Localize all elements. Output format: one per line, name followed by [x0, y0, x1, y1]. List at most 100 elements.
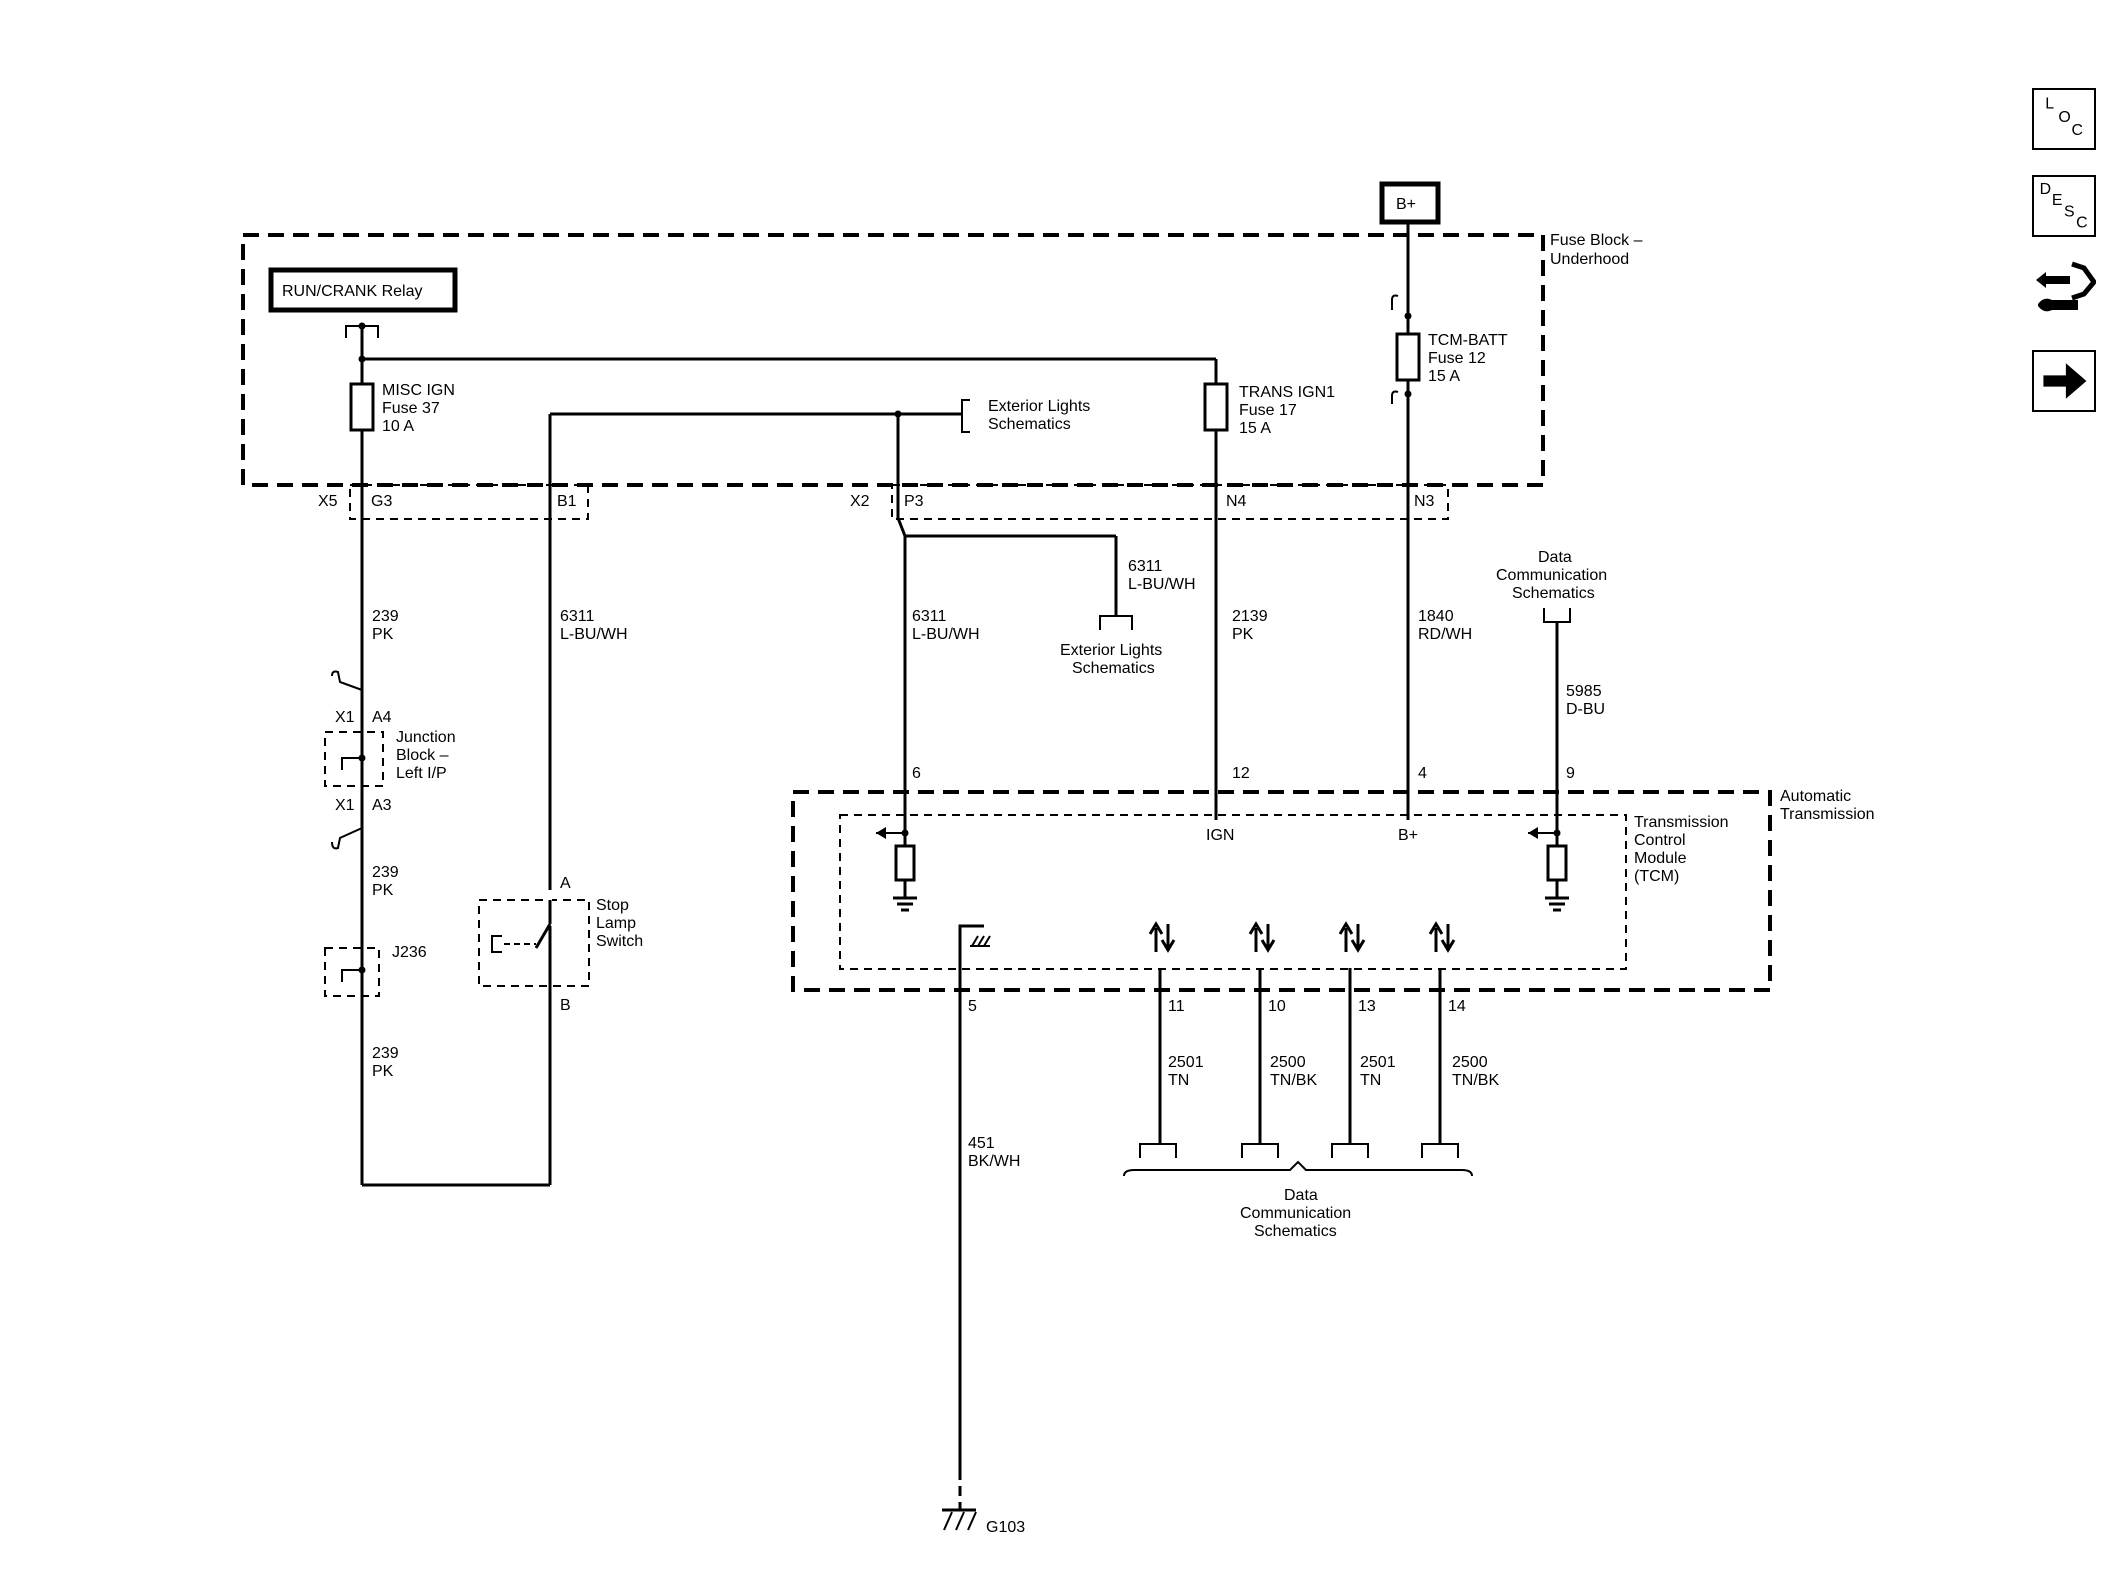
junction-block-label-1: Junction: [396, 729, 456, 746]
connector-x5-outline: [349, 484, 589, 520]
data-comm-top-2: Communication: [1496, 567, 1607, 584]
loc-letter-c: C: [2071, 122, 2082, 139]
ext-lights-mid-1: Exterior Lights: [1060, 642, 1162, 659]
connector-tool-icon: [2036, 261, 2098, 312]
data-comm-top-3: Schematics: [1512, 585, 1595, 602]
tcm-pin-14: 14: [1448, 998, 1466, 1015]
loc-letter-o: O: [2058, 109, 2070, 126]
data-link-pin-14: [1428, 921, 1456, 953]
junction-block-outline: [324, 731, 384, 787]
b-plus-box: [1379, 181, 1441, 225]
connector-x2-outline: [891, 484, 1449, 520]
wire-6311-ext-a: 6311: [1128, 558, 1163, 575]
connector-x2: X2: [850, 493, 870, 510]
wire-239-2a: 239: [372, 864, 399, 881]
j236-outline: [324, 947, 380, 997]
data-comm-bottom-2: Communication: [1240, 1205, 1351, 1222]
wire-239-3a: 239: [372, 1045, 399, 1062]
wire-6311-b1b: L-BU/WH: [560, 626, 628, 643]
wire-239-2b: PK: [372, 882, 394, 899]
wire-2500-14a: 2500: [1452, 1054, 1488, 1071]
tcm-pin-9: 9: [1566, 765, 1575, 782]
j236-label: J236: [392, 944, 427, 961]
loc-icon: L O C: [2045, 96, 2083, 139]
wire-5985-b: D-BU: [1566, 701, 1605, 718]
switch-pin-a: A: [560, 875, 571, 892]
auto-trans-label-1: Automatic: [1780, 788, 1851, 805]
junction-block-label-2: Block –: [396, 747, 449, 764]
tcm-label-4: (TCM): [1634, 868, 1679, 885]
data-link-pin-11: [1148, 921, 1176, 953]
stop-lamp-label-2: Lamp: [596, 915, 636, 932]
tcm-label-3: Module: [1634, 850, 1687, 867]
run-crank-relay-label: RUN/CRANK Relay: [282, 283, 422, 300]
run-crank-relay-box: [268, 267, 458, 313]
desc-button[interactable]: D E S C: [2032, 175, 2096, 237]
data-comm-bottom-3: Schematics: [1254, 1223, 1337, 1240]
wire-6311-p3b: L-BU/WH: [912, 626, 980, 643]
wire-2501-11b: TN: [1168, 1072, 1189, 1089]
ext-lights-top-1: Exterior Lights: [988, 398, 1090, 415]
tcm-bplus-label: B+: [1398, 827, 1418, 844]
wire-239-3b: PK: [372, 1063, 394, 1080]
wire-6311-ext-b: L-BU/WH: [1128, 576, 1196, 593]
wire-451-b: BK/WH: [968, 1153, 1020, 1170]
desc-letter-e: E: [2052, 192, 2063, 209]
connector-b1: B1: [557, 493, 577, 510]
wire-239-1b: PK: [372, 626, 394, 643]
connector-p3: P3: [904, 493, 924, 510]
connector-a3: A3: [372, 797, 392, 814]
tcm-pin-11: 11: [1168, 998, 1185, 1015]
misc-ign-label-3: 10 A: [382, 418, 414, 435]
desc-letter-c: C: [2076, 215, 2087, 232]
misc-ign-fuse: [349, 382, 375, 432]
desc-letter-s: S: [2064, 203, 2075, 220]
tcm-label-1: Transmission: [1634, 814, 1729, 831]
tcm-batt-label-1: TCM-BATT: [1428, 332, 1508, 349]
automatic-transmission-outline: [791, 790, 1772, 992]
tcm-outline: [839, 814, 1627, 970]
tcm-pin-5: 5: [968, 998, 977, 1015]
tcm-batt-label-3: 15 A: [1428, 368, 1460, 385]
tcm-pin-6: 6: [912, 765, 921, 782]
junction-block-label-3: Left I/P: [396, 765, 447, 782]
wire-2501-13b: TN: [1360, 1072, 1381, 1089]
arrow-right-icon: [2043, 363, 2087, 399]
tcm-pin-4: 4: [1418, 765, 1427, 782]
data-comm-bottom-1: Data: [1284, 1187, 1318, 1204]
tcm-ign-label: IGN: [1206, 827, 1234, 844]
switch-pin-b: B: [560, 997, 571, 1014]
misc-ign-label-1: MISC IGN: [382, 382, 455, 399]
tcm-pin-13: 13: [1358, 998, 1376, 1015]
wire-2500-14b: TN/BK: [1452, 1072, 1499, 1089]
loc-button[interactable]: L O C: [2032, 88, 2096, 150]
wire-2501-11a: 2501: [1168, 1054, 1204, 1071]
ext-lights-mid-2: Schematics: [1072, 660, 1155, 677]
connector-x1-a3: X1: [335, 797, 355, 814]
wire-1840-a: 1840: [1418, 608, 1454, 625]
tcm-label-2: Control: [1634, 832, 1686, 849]
trans-ign1-label-1: TRANS IGN1: [1239, 384, 1335, 401]
next-page-button[interactable]: [2032, 350, 2096, 412]
connector-x5: X5: [318, 493, 338, 510]
wire-5985-a: 5985: [1566, 683, 1602, 700]
trans-ign1-label-3: 15 A: [1239, 420, 1271, 437]
ext-lights-top-2: Schematics: [988, 416, 1071, 433]
data-link-pin-13: [1338, 921, 1366, 953]
b-plus-label: B+: [1396, 196, 1416, 213]
wire-2500-10a: 2500: [1270, 1054, 1306, 1071]
connector-g3: G3: [371, 493, 392, 510]
wire-451-a: 451: [968, 1135, 995, 1152]
tcm-batt-fuse: [1395, 332, 1421, 382]
stop-lamp-label-1: Stop: [596, 897, 629, 914]
connector-tool-button[interactable]: [2032, 254, 2098, 320]
loc-letter-l: L: [2045, 96, 2054, 113]
data-comm-top-1: Data: [1538, 549, 1572, 566]
connector-n4: N4: [1226, 493, 1247, 510]
fuse-block-label-1: Fuse Block –: [1550, 232, 1643, 249]
wire-2500-10b: TN/BK: [1270, 1072, 1317, 1089]
wire-239-1a: 239: [372, 608, 399, 625]
trans-ign1-fuse: [1203, 382, 1229, 432]
desc-icon: D E S C: [2040, 181, 2088, 232]
